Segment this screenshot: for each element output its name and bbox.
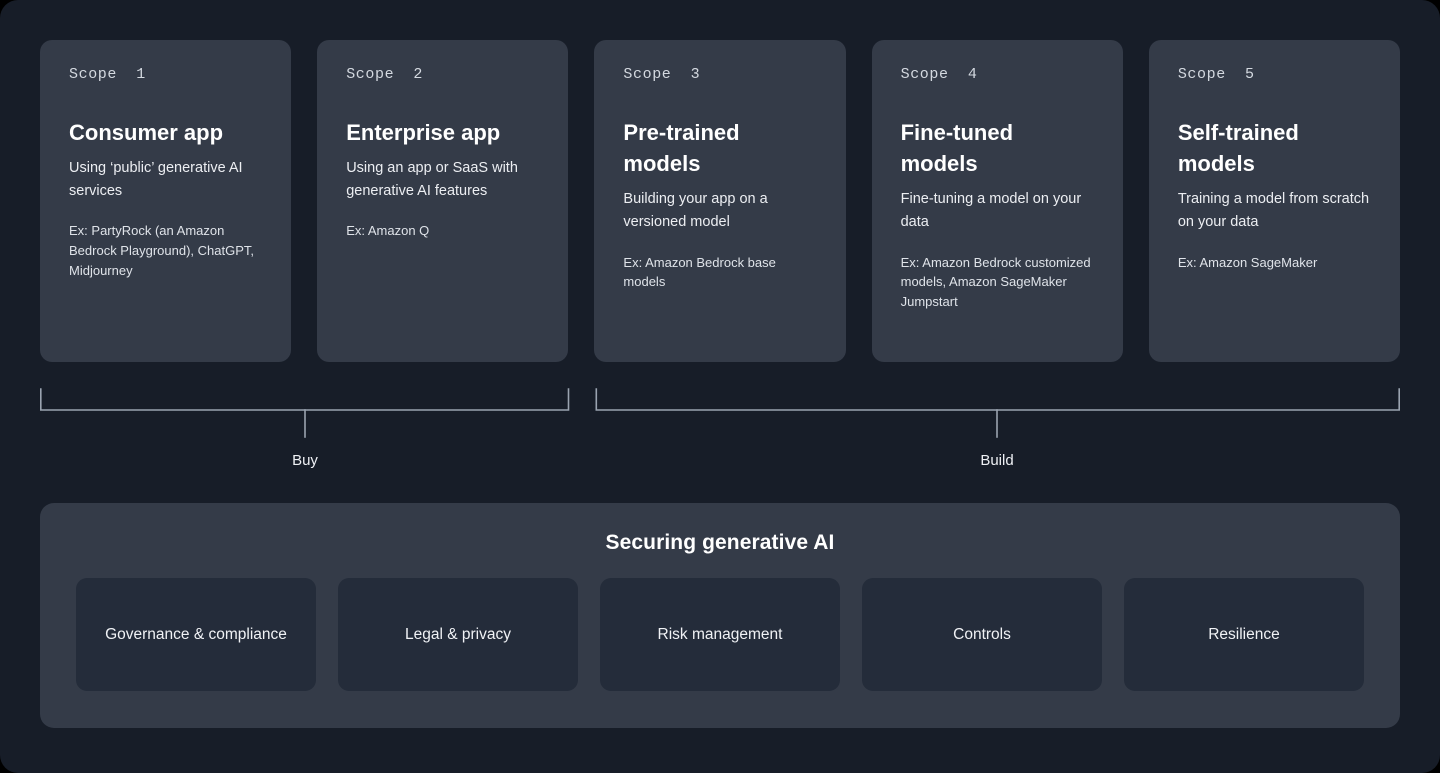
scope-eyebrow: Scope 3 — [623, 66, 701, 83]
bracket-label-buy: Buy — [292, 452, 318, 469]
scope-card-3[interactable]: Scope 3 Pre-trained models Building your… — [594, 40, 846, 362]
scope-example: Ex: Amazon SageMaker — [1177, 254, 1318, 270]
security-pillar-row: Governance & compliance Legal & privacy … — [76, 578, 1364, 691]
scope-title: Fine-tuned models — [900, 120, 1014, 177]
bracket-label-build: Build — [980, 452, 1014, 469]
scope-title: Consumer app — [69, 120, 224, 145]
securing-panel-title: Securing generative AI — [605, 531, 835, 554]
scope-description: Using ‘public’ generative AI services — [69, 160, 243, 199]
securing-panel: Securing generative AI Governance & comp… — [40, 503, 1400, 728]
security-pillar-governance-compliance[interactable]: Governance & compliance — [76, 578, 316, 691]
scope-eyebrow: Scope 4 — [900, 66, 978, 83]
scope-card-2[interactable]: Scope 2 Enterprise app Using an app or S… — [317, 40, 569, 362]
scope-card-row: Scope 1 Consumer app Using ‘public’ gene… — [40, 40, 1401, 362]
bracket-build-path — [595, 388, 1400, 411]
security-pillar-resilience[interactable]: Resilience — [1124, 578, 1364, 691]
scope-example: Ex: PartyRock (an Amazon Bedrock Playgro… — [69, 223, 254, 278]
scope-title: Self-trained models — [1177, 120, 1299, 177]
scope-description: Building your app on a versioned model — [623, 191, 768, 231]
scope-eyebrow: Scope 1 — [69, 66, 146, 83]
scope-card-1[interactable]: Scope 1 Consumer app Using ‘public’ gene… — [40, 40, 292, 362]
scope-eyebrow: Scope 5 — [1177, 66, 1255, 83]
security-pillar-risk-management[interactable]: Risk management — [600, 578, 840, 691]
scope-card-5[interactable]: Scope 5 Self-trained models Training a m… — [1148, 40, 1401, 362]
scope-card-4[interactable]: Scope 4 Fine-tuned models Fine-tuning a … — [871, 40, 1123, 362]
scope-description: Using an app or SaaS with generative AI … — [346, 160, 518, 199]
security-pillar-legal-privacy[interactable]: Legal & privacy — [338, 578, 578, 691]
scope-description: Training a model from scratch on your da… — [1177, 191, 1370, 231]
scope-title: Pre-trained models — [623, 120, 740, 177]
scope-example: Ex: Amazon Q — [346, 223, 430, 239]
security-pillar-controls[interactable]: Controls — [862, 578, 1102, 691]
bracket-buy-path — [40, 388, 570, 411]
scope-eyebrow: Scope 2 — [346, 66, 424, 83]
scope-title: Enterprise app — [346, 120, 501, 145]
scope-example: Ex: Amazon Bedrock customized models, Am… — [900, 254, 1091, 310]
scope-example: Ex: Amazon Bedrock base models — [623, 254, 776, 290]
scope-description: Fine-tuning a model on your data — [900, 191, 1082, 231]
